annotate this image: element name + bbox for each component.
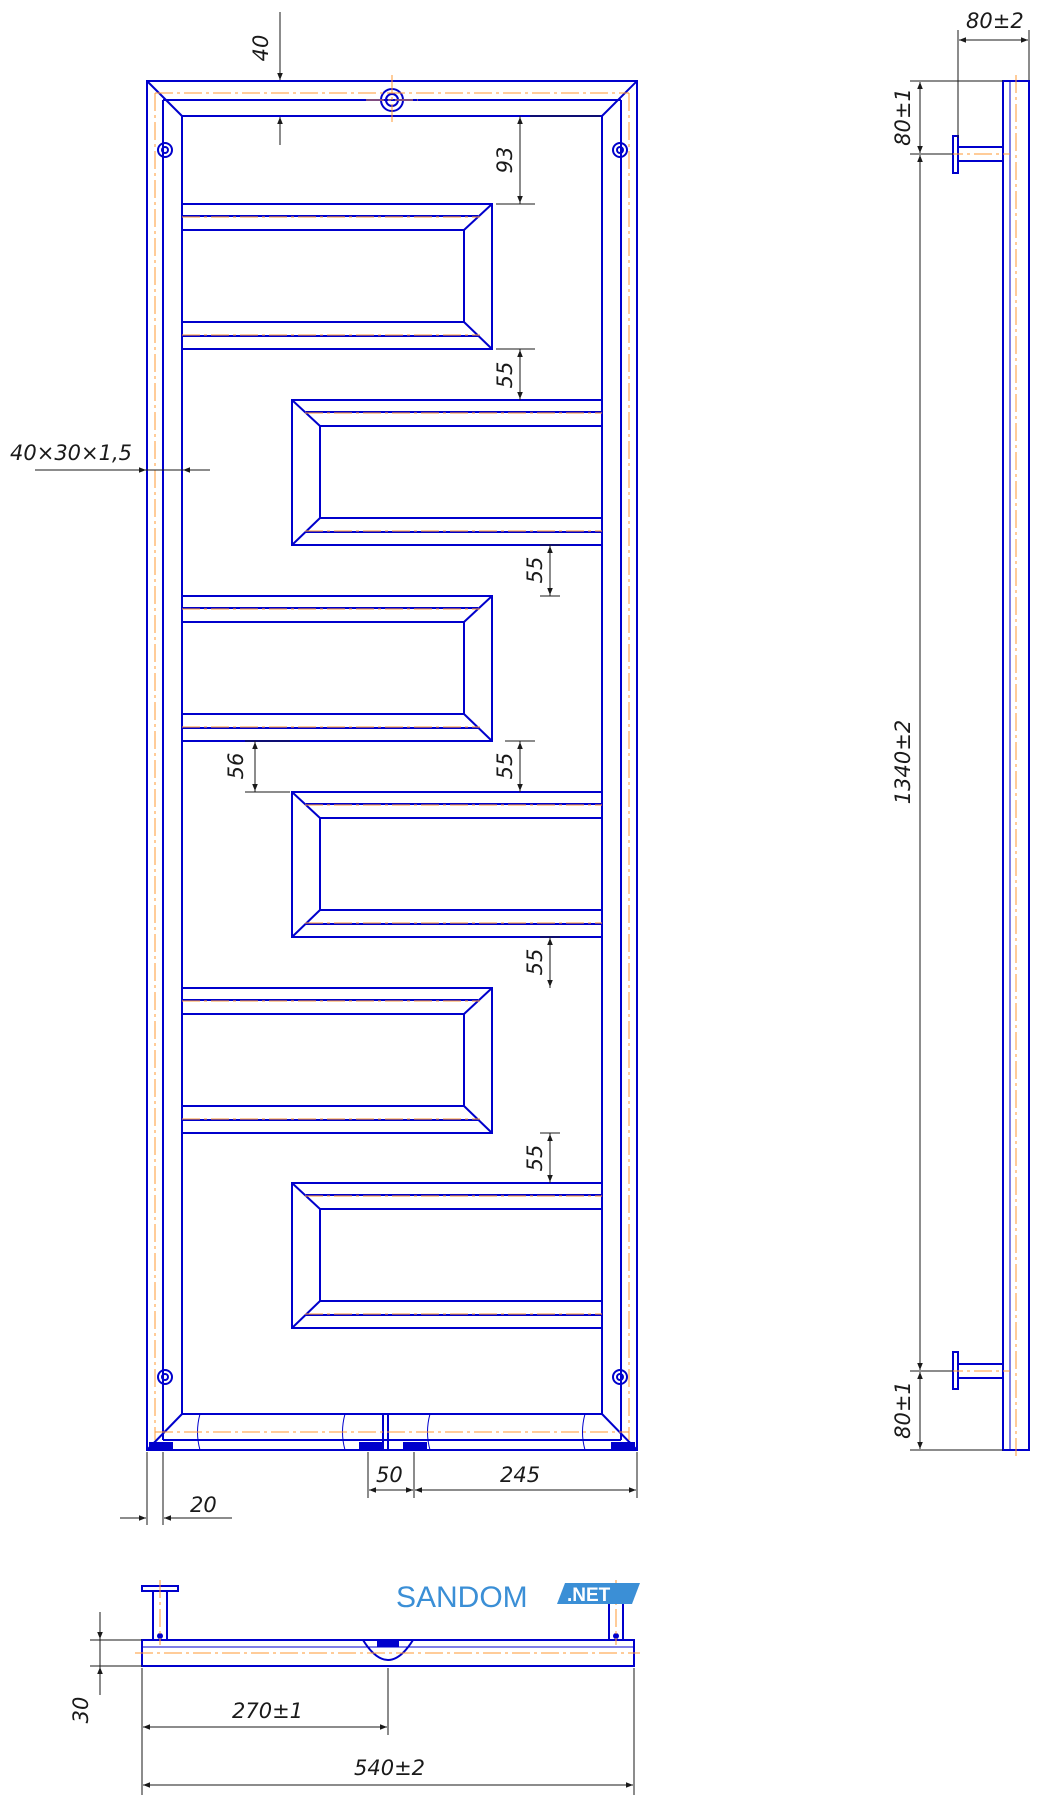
- loop-right-1: [291, 399, 602, 546]
- front-dimensions: [35, 12, 638, 1525]
- mount-top-right: [612, 142, 628, 158]
- dim-gap-4: 55: [523, 949, 547, 976]
- dim-bottom-right: 245: [500, 1463, 540, 1487]
- dim-top-frame: 40: [249, 35, 273, 62]
- dim-gap-5: 55: [523, 1145, 547, 1172]
- loop-right-2: [291, 791, 602, 938]
- mount-bottom-left: [157, 1369, 173, 1385]
- dim-bottom-depth: 30: [69, 1697, 93, 1724]
- dim-side-height: 1340±2: [891, 720, 915, 804]
- loop-left-2: [182, 595, 493, 742]
- mount-bottom-right: [612, 1369, 628, 1385]
- dim-bottom-left: 20: [190, 1493, 217, 1517]
- front-view: [146, 80, 638, 1451]
- loop-left-3: [182, 987, 493, 1134]
- dim-side-depth: 80±2: [966, 9, 1024, 33]
- dim-side-bottom-mount: 80±1: [891, 1381, 915, 1439]
- dim-profile: 40×30×1,5: [10, 441, 132, 465]
- watermark-logo: SANDOM .NET: [396, 1581, 640, 1614]
- loop-left-1: [182, 203, 493, 350]
- watermark-suffix: .NET: [567, 1585, 611, 1606]
- mount-top-left: [157, 142, 173, 158]
- dim-gap-1: 55: [493, 362, 517, 389]
- dim-first-gap: 93: [493, 147, 517, 174]
- watermark-brand: SANDOM: [396, 1581, 528, 1614]
- dim-side-top-mount: 80±1: [891, 88, 915, 146]
- side-dimensions: [910, 30, 1030, 1451]
- dim-gap-3: 55: [493, 753, 517, 780]
- dim-left-gap: 56: [224, 753, 248, 780]
- bottom-dimensions: [90, 1612, 635, 1795]
- dim-bottom-center: 50: [376, 1463, 403, 1487]
- side-view: [952, 80, 1030, 1451]
- loop-right-3: [291, 1182, 602, 1329]
- dim-bottom-half-width: 270±1: [232, 1699, 303, 1723]
- dim-bottom-width: 540±2: [354, 1756, 425, 1780]
- front-centerlines: [154, 75, 630, 1440]
- dim-gap-2: 55: [523, 557, 547, 584]
- outer-frame: [146, 80, 638, 1451]
